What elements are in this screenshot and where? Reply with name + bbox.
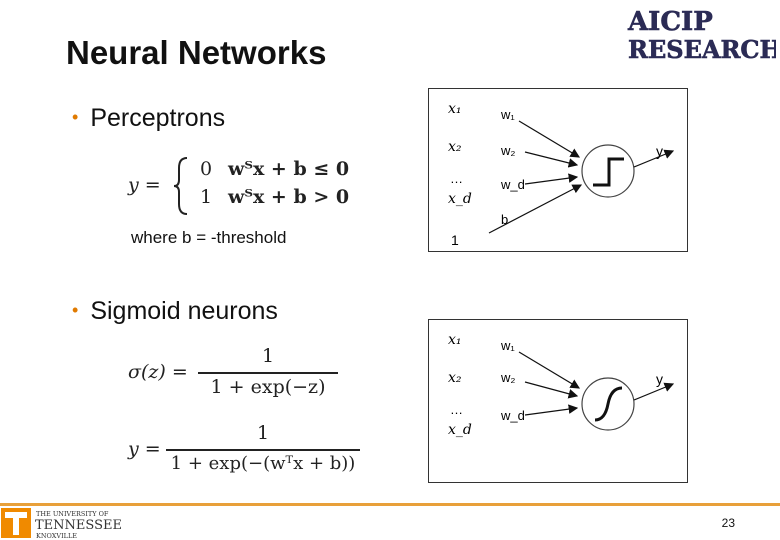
sigmoid-output-eq-lhs: y = <box>128 438 161 460</box>
logo-line1: AICIP <box>627 7 713 37</box>
sigmoid-neuron-diagram: x₁ x₂ … x_d w₁ w₂ w_d y <box>428 319 688 483</box>
input-x2: x₂ <box>448 370 462 386</box>
input-x1: x₁ <box>448 101 462 117</box>
step-function-icon <box>593 157 624 187</box>
output-y: y <box>656 371 663 387</box>
weight-wd: w_d <box>500 408 525 423</box>
perceptron-case1-condition: wᵀx + b ≤ 0 <box>228 158 350 180</box>
logo-line2: RESEARCH <box>628 35 776 64</box>
bias-b: b <box>501 212 508 227</box>
input-dots: … <box>450 402 463 417</box>
perceptron-eq-lhs: y = <box>128 174 161 196</box>
page-number: 23 <box>721 516 735 530</box>
perceptron-case2-condition: wᵀx + b > 0 <box>228 186 350 208</box>
weight-wd: w_d <box>500 177 525 192</box>
left-brace-icon <box>173 157 188 215</box>
university-of-tennessee-logo: THE UNIVERSITY OF TENNESSEE KNOXVILLE <box>1 508 122 540</box>
bias-input-one: 1 <box>451 232 459 248</box>
bullet-dot-icon: • <box>72 107 79 127</box>
weight-w1: w₁ <box>500 107 515 122</box>
weight-w2: w₂ <box>500 143 515 158</box>
logo-tennessee: TENNESSEE <box>35 518 122 533</box>
bullet-perceptrons: • Perceptrons <box>72 104 225 133</box>
threshold-note: where b = -threshold <box>131 228 287 247</box>
sigmoid-output-eq-denominator: 1 + exp(−(wᵀx + b)) <box>170 453 356 474</box>
sigmoid-equation: σ(z) = 1 1 + exp(−z) <box>128 345 338 401</box>
bullet-dot-icon: • <box>72 300 79 320</box>
sigmoid-function-icon <box>594 386 623 422</box>
input-x1: x₁ <box>448 332 462 348</box>
sigmoid-eq-lhs: σ(z) = <box>128 361 188 383</box>
input-dots: … <box>450 171 463 186</box>
bullet-perceptrons-label: Perceptrons <box>90 104 226 132</box>
bullet-sigmoid: • Sigmoid neurons <box>72 297 278 326</box>
fraction-bar <box>198 372 338 374</box>
output-y: y <box>656 143 663 159</box>
fraction-bar <box>166 449 360 451</box>
sigmoid-eq-denominator: 1 + exp(−z) <box>210 376 326 398</box>
bullet-sigmoid-label: Sigmoid neurons <box>90 297 278 325</box>
sigmoid-eq-numerator: 1 <box>261 345 275 367</box>
aicip-research-logo: AICIP RESEARCH <box>627 7 776 64</box>
slide-title: Neural Networks <box>66 34 327 71</box>
perceptron-case1-value: 0 <box>200 158 213 180</box>
power-t-icon <box>5 512 27 535</box>
footer-divider <box>0 503 780 506</box>
input-x2: x₂ <box>448 139 462 155</box>
perceptron-equation: y = 0 wᵀx + b ≤ 0 1 wᵀx + b > 0 <box>128 156 378 216</box>
sigmoid-output-equation: y = 1 1 + exp(−(wᵀx + b)) <box>128 422 360 478</box>
weight-w2: w₂ <box>500 370 515 385</box>
perceptron-diagram: x₁ x₂ … x_d 1 w₁ w₂ w_d b y <box>428 88 688 252</box>
perceptron-case2-value: 1 <box>200 186 213 208</box>
sigmoid-output-eq-numerator: 1 <box>256 422 270 444</box>
weight-w1: w₁ <box>500 338 515 353</box>
logo-university-of: THE UNIVERSITY OF <box>36 510 109 518</box>
input-xd: x_d <box>448 422 472 438</box>
input-xd: x_d <box>448 191 472 207</box>
logo-knoxville: KNOXVILLE <box>36 532 77 540</box>
